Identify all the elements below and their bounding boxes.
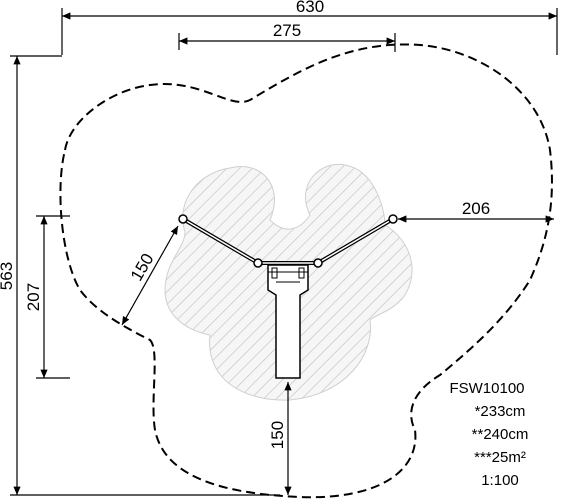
safety-area: ***25m² [474,449,526,466]
dimension-left-height-label: 207 [24,283,43,311]
model-code: FSW10100 [449,380,524,397]
dimension-inner-width-label: 275 [273,21,301,40]
dimension-overall-width [61,8,558,55]
dimension-right-offset-label: 206 [462,199,490,218]
dimension-overall-width-label: 630 [296,0,324,16]
safety-zone-outline [59,43,553,499]
dimension-overall-height-label: 563 [0,262,16,290]
dimension-diag-arm-label: 150 [127,250,158,284]
equipment-frame [178,214,398,268]
dimension-diag-arm [121,225,179,326]
dimension-overall-height [10,55,280,496]
dimension-bottom-clearance-label: 150 [268,421,287,449]
central-seat [267,264,309,379]
info-block: FSW10100 *233cm **240cm ***25m² 1:100 [449,380,528,489]
free-fall-height: *233cm [475,403,526,420]
total-height: **240cm [472,426,529,443]
dimension-inner-width [178,33,396,52]
scale: 1:100 [481,472,519,489]
dimension-left-height [36,215,70,379]
